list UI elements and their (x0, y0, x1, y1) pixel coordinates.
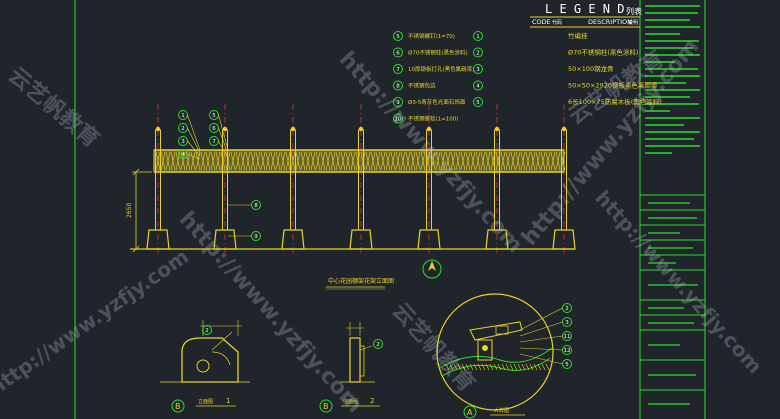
legend-right-item-0-text: 竹编挂 (568, 31, 588, 40)
detail-a: 2 3 11 12 5 A 大样图 (436, 293, 572, 419)
elev-mid-callout-1-code: 6 (212, 126, 216, 132)
detail-b1-caption: 立面图 (198, 398, 213, 405)
title-block-text (648, 202, 698, 405)
detail-a-callout-3-code: 12 (564, 348, 571, 354)
detail-b1-letter: B (175, 402, 181, 411)
detail-b1-number: 1 (226, 397, 230, 405)
legend-title-cn: 列表 (626, 6, 642, 16)
detail-b1-marker (171, 399, 185, 413)
legend-left-item-2-text: 10厚钢板打孔(黑色氟碳漆) (408, 65, 474, 73)
detail-b1: 2 B 立面图 1 (160, 320, 250, 413)
detail-b2-number: 2 (370, 397, 374, 405)
legend-left-item-0-text: 不锈钢螺钉(1=70) (408, 32, 455, 40)
legend-right-item-0-code: 1 (476, 34, 480, 40)
drawing-frame (74, 0, 706, 419)
detail-a-callout-4-code: 5 (565, 362, 569, 368)
detail-a-callout-0-code: 2 (565, 306, 569, 312)
detail-b2-caption: 侧面图 (343, 398, 358, 405)
legend-left-item-3-text: 不锈钢包边 (408, 82, 436, 90)
detail-b2-letter: B (323, 402, 329, 411)
legend-right-item-1-code: 2 (476, 51, 480, 57)
legend-left-item-3-code: 8 (396, 84, 400, 90)
legend-left-item-3-circle (393, 80, 403, 91)
legend-right-item-4-circle (473, 97, 483, 107)
legend-desc-label: DESCRIPTION (588, 18, 632, 26)
pergola-roof (153, 149, 566, 173)
detail-a-caption: 大样图 (494, 407, 509, 414)
detail-a-callout-2-code: 11 (564, 334, 571, 340)
height-dimension (132, 168, 152, 253)
detail-a-letter: A (467, 408, 473, 417)
legend-code-cn: 代码 (552, 19, 562, 26)
elev-base-callout-code: 9 (254, 234, 258, 240)
elev-left-callout-1-code: 2 (181, 126, 185, 132)
legend-left-item-4-text: Ø3-5青灰色光面石饰面 (408, 98, 466, 106)
elev-left-callout-2-code: 3 (181, 139, 185, 145)
legend-left-item-0-code: 5 (396, 34, 400, 40)
detail-b2-marker (319, 399, 333, 413)
detail-b2-callout-0-circle (373, 339, 383, 349)
detail-a-marker (463, 405, 477, 419)
pergola-elevation: 2650 1 2 3 4 5 6 7 8 9 中心花园棚架花架立面图 (126, 104, 576, 290)
legend-desc-cn: 说明 (628, 19, 638, 26)
legend-right-item-4-code: 5 (476, 100, 480, 106)
detail-b1-callout-0-code: 2 (205, 328, 209, 334)
legend-right-item-2-code: 3 (476, 67, 480, 73)
legend-left-item-1-circle (393, 47, 403, 58)
legend-left-item-2-code: 7 (396, 67, 400, 73)
legend-left-item-4-code: 9 (396, 100, 400, 106)
legend-right-item-2-circle (473, 64, 483, 74)
legend-right-item-3-text: 50×50×2920钢板黑色氟碳漆 (568, 81, 658, 90)
legend-right-item-4-text: 6长100×75防腐木板(黑色涂料) (568, 97, 662, 106)
legend-left-item-0-circle (393, 31, 403, 41)
legend-code-label: CODE (532, 18, 551, 26)
detail-b2-callout-0-code: 2 (376, 342, 380, 348)
legend-left-list: 5 不锈钢螺钉(1=70) 6 Ø70不锈钢柱(黑色涂料) 7 10厚钢板打孔(黑色氟碳漆… (393, 31, 474, 124)
elevation-callouts: 1 2 3 4 5 6 7 8 9 (178, 110, 261, 241)
elev-mid-callout-2-code: 7 (212, 139, 216, 145)
legend-left-item-5-text: 不锈钢螺栓(1=100) (408, 115, 458, 123)
notes-text-block (645, 5, 700, 154)
legend-left-item-5-circle (393, 113, 403, 124)
legend-right-item-1-circle (473, 47, 483, 58)
legend-title: L E G E N D (545, 2, 624, 16)
detail-b1-callout-0-circle (202, 325, 212, 335)
detail-b2: 2 B 侧面图 2 (319, 322, 383, 413)
legend-panel: L E G E N D 列表 CODE 代码 DESCRIPTION 说明 5 不… (393, 2, 662, 124)
legend-left-item-1-text: Ø70不锈钢柱(黑色涂料) (408, 49, 468, 57)
detail-a-callout-1-code: 3 (565, 320, 569, 326)
red-axis-lines (157, 104, 565, 256)
legend-left-item-2-circle (393, 64, 403, 74)
elev-left-callout-3-code: 4 (181, 152, 185, 158)
elev-left-callout-1-circle (178, 123, 188, 133)
legend-left-item-1-code: 6 (396, 51, 400, 57)
post-6 (552, 126, 576, 250)
legend-right-list: 1 竹编挂 2 Ø70不锈钢柱(黑色涂料) 3 50×100钢龙骨 4 50×50×2920钢… (473, 31, 662, 107)
elev-body-callout-code: 8 (254, 203, 258, 209)
legend-right-item-3-code: 4 (476, 84, 480, 90)
legend-left-item-4-circle (393, 97, 403, 107)
north-symbol (422, 259, 442, 279)
legend-right-item-1-text: Ø70不锈钢柱(黑色涂料) (568, 48, 638, 57)
elevation-caption: 中心花园棚架花架立面图 (328, 277, 394, 285)
legend-right-item-3-circle (473, 80, 483, 91)
elev-mid-callout-0-code: 5 (212, 113, 216, 119)
legend-right-item-0-circle (473, 31, 483, 41)
legend-left-item-5-code: 10 (395, 117, 402, 123)
height-dimension-label: 2650 (126, 203, 133, 218)
legend-right-item-2-text: 50×100钢龙骨 (568, 64, 614, 73)
elev-left-callout-0-code: 1 (181, 113, 185, 119)
